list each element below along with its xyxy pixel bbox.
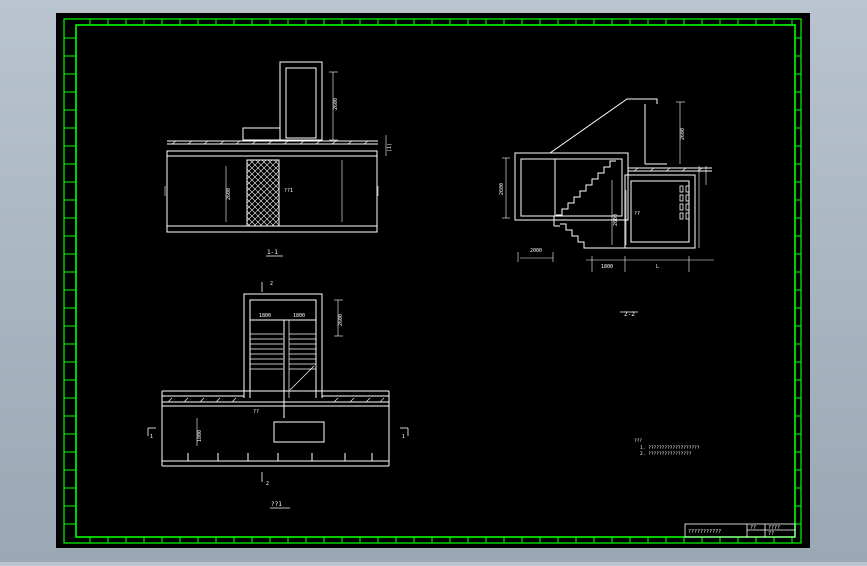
plan-wall-label: ??: [253, 409, 259, 415]
marker-bottom: 2: [266, 481, 269, 487]
notes-block: ??? 1. ??????????????????? 2. ??????????…: [634, 438, 700, 457]
plan-view: [147, 282, 409, 509]
notes-line-1: 1. ???????????????????: [640, 445, 700, 451]
caption-2-2: 2-2: [624, 311, 635, 318]
dim-1-1-side: (1): [387, 143, 393, 152]
title-block-name: ???????????: [688, 529, 721, 535]
dim-2-2-bottom-left: 2000: [530, 248, 542, 254]
dim-2-2-left: 2600: [499, 183, 505, 195]
caption-plan: ??1: [271, 501, 282, 508]
dim-2-2-bottom-right: L: [656, 264, 659, 270]
dim-1-1-upper: 2600: [333, 98, 339, 110]
section-1-1: [164, 61, 387, 257]
marker-left: 1: [150, 434, 153, 440]
dim-plan-left: 1800: [197, 430, 203, 442]
drawing-frame: [63, 18, 802, 544]
ground-hatch-1: [171, 140, 369, 145]
notes-title: ???: [634, 438, 642, 444]
drawing-sheet: [56, 13, 810, 548]
plan-hatch: [167, 397, 385, 403]
title-block: [684, 523, 796, 538]
caption-1-1: 1-1: [267, 249, 278, 256]
marker-top: 2: [270, 281, 273, 287]
section-2-2: [502, 98, 714, 313]
dim-2-2-right-top: 2600: [680, 128, 686, 140]
dim-plan-top-left: 1800: [259, 313, 271, 319]
title-block-cell-1: ??: [750, 525, 756, 531]
ground-hatch-2: [633, 167, 703, 172]
dim-plan-right: 2600: [338, 314, 344, 326]
dim-2-2-stair: 2600: [613, 214, 619, 226]
dim-plan-top-right: 1800: [293, 313, 305, 319]
dim-1-1-left: 2600: [226, 188, 232, 200]
dim-2-2-inner: ??: [634, 211, 640, 217]
notes-line-2: 2. ????????????????: [640, 451, 692, 457]
title-block-cell-3: ??: [768, 531, 774, 537]
hatch-label: ??1: [284, 188, 293, 194]
marker-right: 1: [402, 434, 405, 440]
dim-2-2-bottom-mid: 1800: [601, 264, 613, 270]
title-block-cell-2: ????: [768, 525, 780, 531]
